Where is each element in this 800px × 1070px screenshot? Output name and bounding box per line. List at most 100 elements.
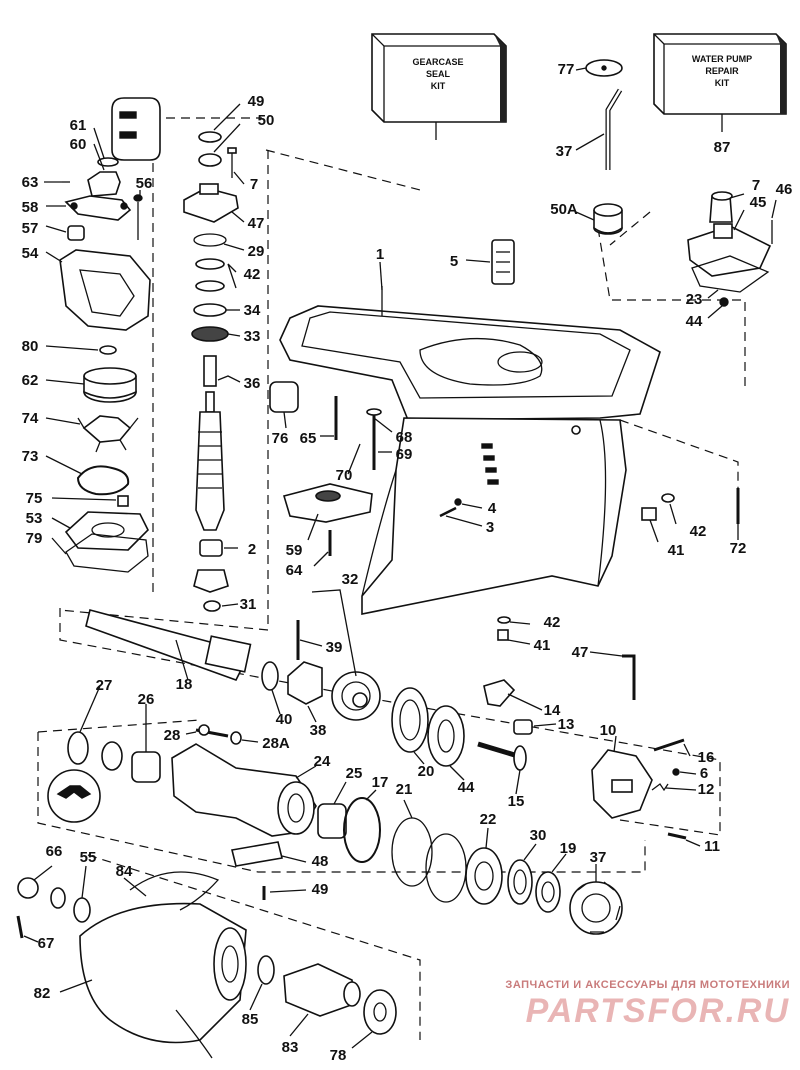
callout-28A: 28A	[262, 735, 290, 752]
callout-labels: 87 77 37 50A 7 46 45 23 44 5 1 49 50 7 4…	[22, 61, 793, 1064]
pump-kit-line1: WATER PUMP	[692, 54, 752, 64]
gearcase-kit-line2: SEAL	[426, 69, 451, 79]
gearcase-kit-line1: GEARCASE	[412, 57, 463, 67]
callout-16: 16	[698, 749, 715, 766]
callout-60: 59	[286, 542, 303, 559]
callout-13: 13	[558, 716, 575, 733]
callout-12: 12	[698, 781, 715, 798]
callout-20: 20	[418, 763, 435, 780]
drive-shaft-column	[183, 131, 239, 612]
callout-65: 64	[286, 562, 303, 579]
callout-68: 67	[38, 935, 55, 952]
callout-44: 44	[458, 779, 475, 796]
callout-57: 56	[136, 175, 153, 192]
callout-37: 37	[590, 849, 607, 866]
callout-50A: 50	[258, 112, 275, 129]
callout-79: 79	[26, 530, 43, 547]
callout-18: 18	[176, 676, 193, 693]
callout-74: 74	[22, 410, 39, 427]
callout-66: 65	[300, 430, 317, 447]
assembly-boundaries	[37, 117, 746, 1040]
callout-70: 69	[396, 446, 413, 463]
watermark: ЗАПЧАСТИ И АКСЕССУАРЫ ДЛЯ МОТОТЕХНИКИ PA…	[505, 979, 790, 1030]
watermark-tagline: ЗАПЧАСТИ И АКСЕССУАРЫ ДЛЯ МОТОТЕХНИКИ	[505, 979, 790, 991]
callout-14: 14	[544, 702, 561, 719]
callout-6: 6	[700, 765, 708, 782]
callout-15: 15	[508, 793, 525, 810]
callout-24: 24	[314, 753, 331, 770]
callout-47: 47	[572, 644, 589, 661]
callout-81: 82	[34, 985, 51, 1002]
gearcase-kit-line3: KIT	[431, 81, 446, 91]
callout-54: 53	[26, 510, 43, 527]
callout-2: 2	[248, 541, 256, 558]
callout-38: 38	[310, 722, 327, 739]
callout-75: 75	[26, 490, 43, 507]
callout-9: 7	[250, 176, 258, 193]
callout-67: 66	[46, 843, 63, 860]
pump-kit-line2: REPAIR	[705, 66, 739, 76]
callout-36: 37	[556, 143, 573, 160]
callout-7: 7	[752, 177, 760, 194]
mid-section-parts	[269, 381, 740, 641]
gearcase-seal-kit: GEARCASE SEAL KIT	[371, 33, 507, 140]
callout-33: 33	[244, 328, 261, 345]
callout-85: 87	[714, 139, 731, 156]
callout-84: 85	[242, 1011, 259, 1028]
callout-50: 49	[248, 93, 265, 110]
gearcase-housing	[279, 286, 661, 615]
callout-49: 47	[248, 215, 265, 232]
callout-39: 39	[326, 639, 343, 656]
callout-22: 22	[480, 811, 497, 828]
callout-45: 45	[750, 194, 767, 211]
callout-35: 36	[244, 375, 261, 392]
right-side-parts	[491, 59, 773, 307]
callout-11: 11	[704, 838, 720, 855]
water-pump-parts	[59, 97, 161, 573]
callout-4: 4	[488, 500, 497, 517]
callout-73: 73	[22, 448, 39, 465]
callout-26: 26	[138, 691, 155, 708]
callout-41a: 41	[668, 542, 685, 559]
callout-71: 70	[336, 467, 353, 484]
callout-17: 17	[372, 774, 389, 791]
callout-40: 40	[276, 711, 293, 728]
callout-80: 80	[22, 338, 39, 355]
callout-76: 76	[272, 430, 289, 447]
callout-27: 27	[96, 677, 113, 694]
callout-1: 1	[376, 246, 384, 263]
leader-lines	[23, 67, 777, 1049]
callout-21: 21	[396, 781, 413, 798]
callout-28: 28	[164, 727, 181, 744]
propeller-shaft-row	[85, 609, 687, 840]
callout-61: 60	[70, 136, 87, 153]
callout-82: 83	[282, 1039, 299, 1056]
callout-42a: 42	[690, 523, 707, 540]
callout-53: 50A	[550, 201, 578, 218]
callout-19: 19	[560, 840, 577, 857]
callout-46: 44	[686, 313, 703, 330]
callout-77: 77	[558, 61, 575, 78]
callout-78: 78	[330, 1047, 347, 1064]
callout-34: 34	[244, 302, 261, 319]
callout-55: 54	[22, 245, 39, 262]
callout-41-lower: 41	[534, 637, 551, 654]
callout-59: 58	[22, 199, 39, 216]
callout-56: 55	[80, 849, 97, 866]
callout-32: 32	[342, 571, 359, 588]
callout-62: 61	[70, 117, 87, 134]
watermark-logo: PARTSFOR.RU	[526, 992, 790, 1030]
pump-kit-line3: KIT	[715, 78, 730, 88]
callout-31: 31	[240, 596, 257, 613]
propeller-assembly	[16, 871, 397, 1059]
callout-48: 46	[776, 181, 793, 198]
callout-25: 25	[346, 765, 363, 782]
callout-58: 57	[22, 220, 39, 237]
callout-63: 62	[22, 372, 39, 389]
callout-83: 84	[116, 863, 133, 880]
callout-42-lower: 42	[544, 614, 561, 631]
callout-29: 29	[248, 243, 265, 260]
callout-72: 72	[730, 540, 747, 557]
callout-3: 3	[486, 519, 494, 536]
